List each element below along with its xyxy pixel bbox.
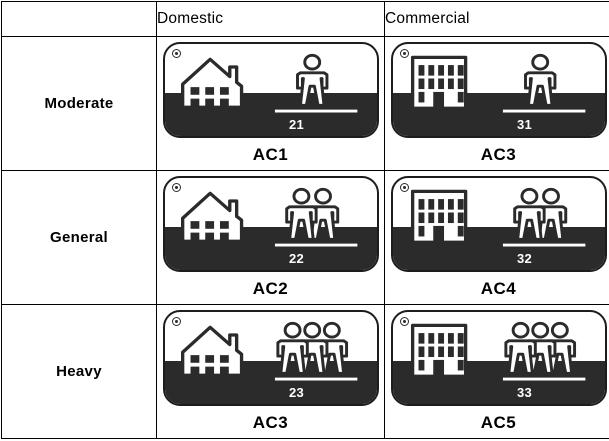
intensity-number: 31	[419, 117, 607, 132]
class-cell-domestic: 21 AC1	[157, 37, 385, 171]
registered-mark-icon	[172, 317, 181, 326]
ac-class-code: AC3	[481, 145, 517, 165]
row-label: Moderate	[44, 95, 113, 112]
class-cell-commercial: 31 AC3	[385, 37, 609, 171]
class-cell-content: 22 AC2	[157, 171, 384, 304]
class-cell-commercial: 32 AC4	[385, 171, 609, 305]
person-icon	[277, 323, 306, 373]
ac-class-code: AC2	[253, 279, 289, 299]
person-icon	[286, 189, 315, 239]
column-header-label: Domestic	[157, 10, 223, 27]
registered-mark-icon	[400, 49, 409, 58]
ac-pictogram-badge: 33	[391, 310, 607, 406]
person-icon	[505, 323, 534, 373]
class-cell-content: 32 AC4	[385, 171, 609, 304]
intensity-number: 32	[419, 251, 607, 266]
table-row: Moderate 21	[2, 37, 609, 171]
column-header-label: Commercial	[385, 10, 470, 27]
person-icon	[297, 55, 326, 105]
ac-class-code: AC1	[253, 145, 289, 165]
house-icon	[182, 59, 241, 108]
ac-pictogram-badge: 32	[391, 176, 607, 272]
class-cell-content: 31 AC3	[385, 37, 609, 170]
class-cell-content: 33 AC5	[385, 305, 609, 438]
row-label: General	[50, 229, 108, 246]
row-label-cell: General	[2, 171, 157, 305]
registered-mark-icon	[172, 183, 181, 192]
row-label: Heavy	[56, 363, 102, 380]
column-header-commercial: Commercial	[385, 2, 609, 37]
intensity-number: 22	[191, 251, 379, 266]
table-row: General	[2, 171, 609, 305]
column-header-domestic: Domestic	[157, 2, 385, 37]
person-icon	[514, 189, 543, 239]
registered-mark-icon	[400, 317, 409, 326]
ac-pictogram-badge: 31	[391, 42, 607, 138]
office-building-icon	[412, 325, 465, 376]
intensity-number: 21	[191, 117, 379, 132]
class-cell-domestic: 22 AC2	[157, 171, 385, 305]
registered-mark-icon	[172, 49, 181, 58]
office-building-icon	[412, 191, 465, 242]
house-icon	[182, 327, 241, 376]
ac-class-code: AC4	[481, 279, 517, 299]
class-cell-content: 21 AC1	[157, 37, 384, 170]
intensity-number: 33	[419, 385, 607, 400]
person-icon	[525, 55, 554, 105]
class-cell-domestic: 23 AC3	[157, 305, 385, 439]
ac-class-code: AC3	[253, 413, 289, 433]
row-label-cell: Moderate	[2, 37, 157, 171]
table-row: Heavy	[2, 305, 609, 439]
ac-pictogram-badge: 22	[163, 176, 379, 272]
class-cell-content: 23 AC3	[157, 305, 384, 438]
header-corner-cell	[2, 2, 157, 37]
row-label-cell: Heavy	[2, 305, 157, 439]
ac-pictogram-badge: 23	[163, 310, 379, 406]
house-icon	[182, 193, 241, 242]
table-header-row: Domestic Commercial	[2, 2, 609, 37]
intensity-number: 23	[191, 385, 379, 400]
ac-pictogram-badge: 21	[163, 42, 379, 138]
class-cell-commercial: 33 AC5	[385, 305, 609, 439]
ac-class-code: AC5	[481, 413, 517, 433]
office-building-icon	[412, 57, 465, 108]
registered-mark-icon	[400, 183, 409, 192]
